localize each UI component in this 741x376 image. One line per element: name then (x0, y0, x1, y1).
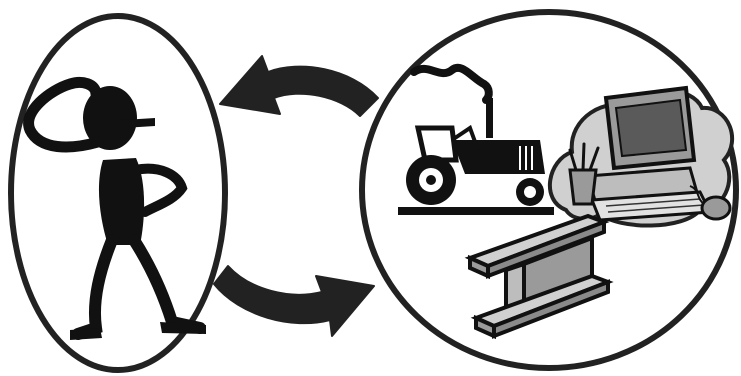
thinking-person-icon (23, 76, 206, 340)
arrow-left-icon (219, 55, 379, 117)
person-group (8, 13, 228, 373)
steel-i-beam-icon (464, 213, 614, 340)
computer-icon (547, 85, 735, 228)
arrow-right-icon (213, 265, 375, 337)
tractor-icon (398, 63, 554, 215)
machines-group (359, 9, 739, 371)
